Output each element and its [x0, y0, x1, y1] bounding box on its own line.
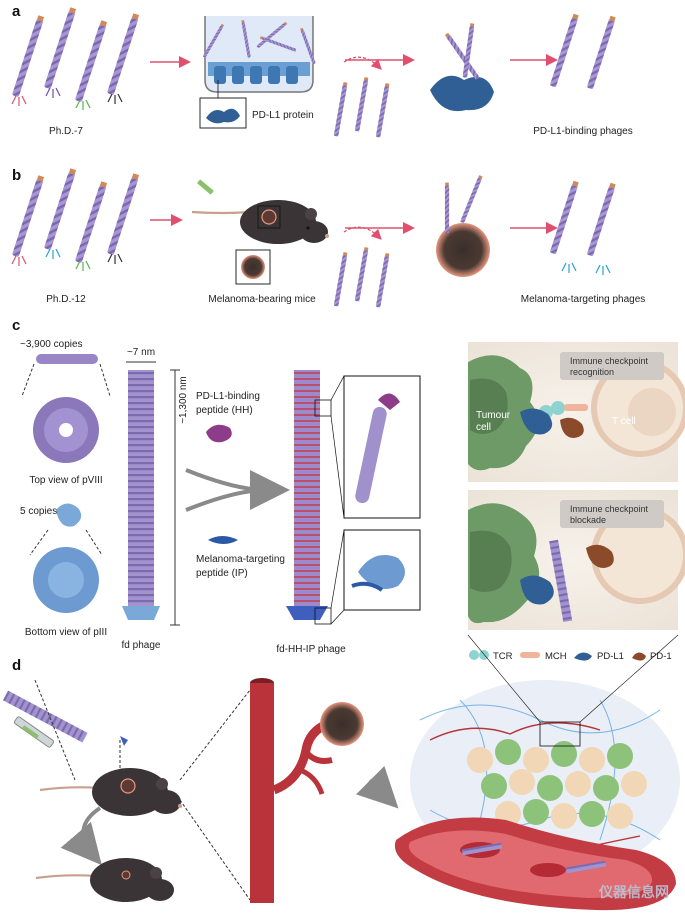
blood-vessel — [250, 678, 364, 903]
pviii-top-view — [33, 397, 99, 463]
panel-a-letter: a — [12, 3, 21, 20]
box-top-label-1: Immune checkpoint — [570, 356, 649, 366]
legend-c: TCR MCH PD-L1 PD-1 — [469, 650, 672, 662]
legend-pd-1: PD-1 — [632, 651, 672, 662]
tumour-label-2: cell — [476, 422, 491, 433]
treated-mouse — [35, 858, 174, 902]
phage-library-a — [11, 7, 140, 110]
protein-label: PD-L1 protein — [252, 110, 314, 121]
legend-mch: MCH — [520, 651, 567, 662]
length-label: ~1,300 nm — [178, 376, 189, 424]
tumour-label-1: Tumour — [476, 410, 511, 421]
library-label-a: Ph.D.-7 — [49, 126, 83, 137]
zoom-inset-top — [330, 375, 421, 519]
peptide-hh-label-1: PD-L1-binding — [196, 391, 260, 402]
legend-tcr-label: TCR — [493, 651, 513, 662]
washed-phages-a — [333, 56, 390, 138]
result-label-b: Melanoma-targeting phages — [521, 294, 646, 305]
legend-pd-l1-label: PD-L1 — [597, 651, 624, 662]
library-label-b: Ph.D.-12 — [46, 294, 86, 305]
vessel-cross-section — [394, 817, 676, 911]
legend-mch-label: MCH — [545, 651, 567, 662]
injected-mouse — [13, 716, 182, 816]
recognition-scene: Immune checkpoint recognition Tumour cel… — [468, 342, 685, 482]
fd-phage: ~7 nm — [122, 347, 160, 620]
tumour-bound-phages — [436, 174, 490, 277]
pviii-monomer — [36, 354, 98, 364]
cell-cluster — [467, 739, 647, 829]
peptide-hh-label-2: peptide (HH) — [196, 405, 253, 416]
peptide-hh-icon — [206, 424, 232, 443]
t-cell-label: T cell — [612, 416, 636, 427]
mice-label: Melanoma-bearing mice — [208, 294, 316, 305]
phage-library-b — [11, 168, 140, 271]
pd-l1-binding-phages — [549, 13, 617, 90]
watermark: 仪器信息网 — [598, 884, 669, 901]
melanoma-mouse — [191, 179, 329, 285]
fd-hh-ip-phage — [286, 370, 332, 625]
piii-bottom-view — [33, 547, 99, 613]
bottom-view-label: Bottom view of pIII — [25, 627, 107, 638]
legend-pd-1-label: PD-1 — [650, 651, 672, 662]
panel-b-letter: b — [12, 167, 21, 184]
peptide-ip-icon — [208, 536, 238, 544]
box-top-label-2: recognition — [570, 367, 614, 377]
zoom-arrow — [356, 766, 399, 809]
peptide-ip-label-2: peptide (IP) — [196, 568, 248, 579]
piii-monomer — [56, 503, 82, 527]
copies-top-label: ~3,900 copies — [20, 339, 83, 350]
fd-phage-label: fd phage — [122, 640, 161, 651]
panel-d-letter: d — [12, 657, 21, 674]
panel-c: c ~3,900 copies Top view of pVIII 5 copi… — [12, 317, 685, 662]
blockade-scene: Immune checkpoint blockade — [468, 490, 685, 630]
panel-d: d — [2, 634, 680, 911]
panel-a: a Ph.D.-7 — [11, 3, 633, 138]
box-bottom-label-2: blockade — [570, 515, 606, 525]
washed-phages-b — [333, 226, 390, 308]
result-label-a: PD-L1-binding phages — [533, 126, 633, 137]
legend-pd-l1: PD-L1 — [574, 651, 624, 662]
syringe-icon — [197, 179, 214, 195]
panning-well — [202, 16, 316, 93]
width-label: ~7 nm — [127, 347, 155, 358]
engineered-phage-label: fd-HH-IP phage — [276, 644, 346, 655]
zoom-inset-bottom — [330, 529, 421, 625]
phage-illustration-d — [2, 690, 88, 743]
legend-tcr: TCR — [469, 650, 513, 662]
pd-l1-protein-icon — [206, 108, 240, 124]
bound-phages — [430, 23, 494, 112]
box-bottom-label-1: Immune checkpoint — [570, 504, 649, 514]
panel-b: b Ph.D.-12 — [11, 167, 646, 308]
melanoma-targeting-phages — [549, 180, 617, 275]
top-view-label: Top view of pVIII — [29, 475, 102, 486]
copies-bottom-label: 5 copies — [20, 506, 57, 517]
panel-c-letter: c — [12, 317, 20, 334]
peptide-ip-label-1: Melanoma-targeting — [196, 554, 285, 565]
treatment-arrow — [60, 806, 102, 866]
